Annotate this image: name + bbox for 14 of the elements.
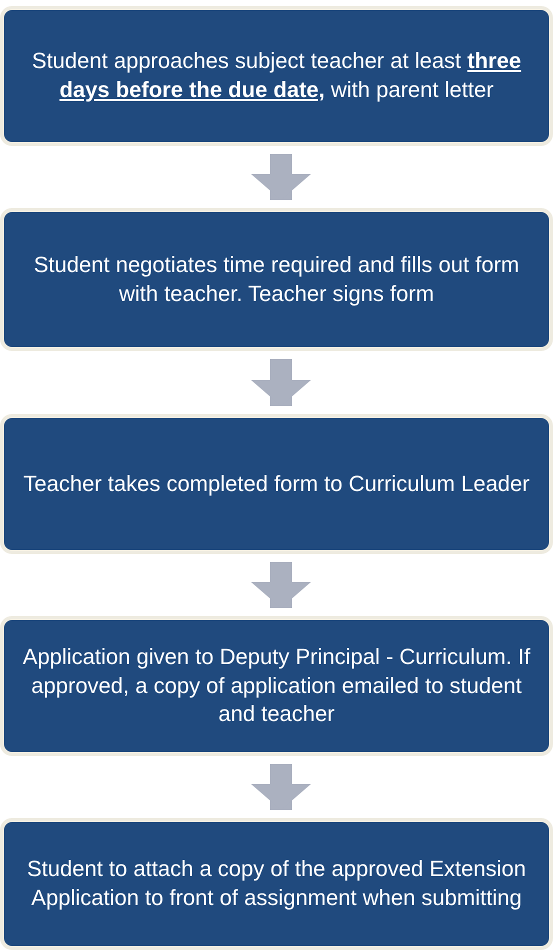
step-text: Student approaches subject teacher at least three days before the due date, with parent letter	[30, 47, 522, 104]
block-arrow	[251, 764, 311, 810]
block-arrow	[251, 562, 311, 608]
step-text: Student to attach a copy of the approved Extension Application to front of assignment when submitting	[26, 855, 527, 912]
step-text: Application given to Deputy Principal - Curriculum. If approved, a copy of application emailed to student and teacher	[22, 643, 532, 728]
process-box	[0, 414, 553, 554]
step-text: Teacher takes completed form to Curriculum Leader	[23, 470, 530, 498]
block-arrow	[251, 359, 311, 406]
process-box	[0, 818, 553, 950]
step-text: Student negotiates time required and fills out form with teacher. Teacher signs form	[32, 250, 520, 308]
process-box	[0, 208, 553, 351]
process-box	[0, 6, 553, 146]
block-arrow	[251, 154, 311, 200]
process-box	[0, 616, 553, 756]
